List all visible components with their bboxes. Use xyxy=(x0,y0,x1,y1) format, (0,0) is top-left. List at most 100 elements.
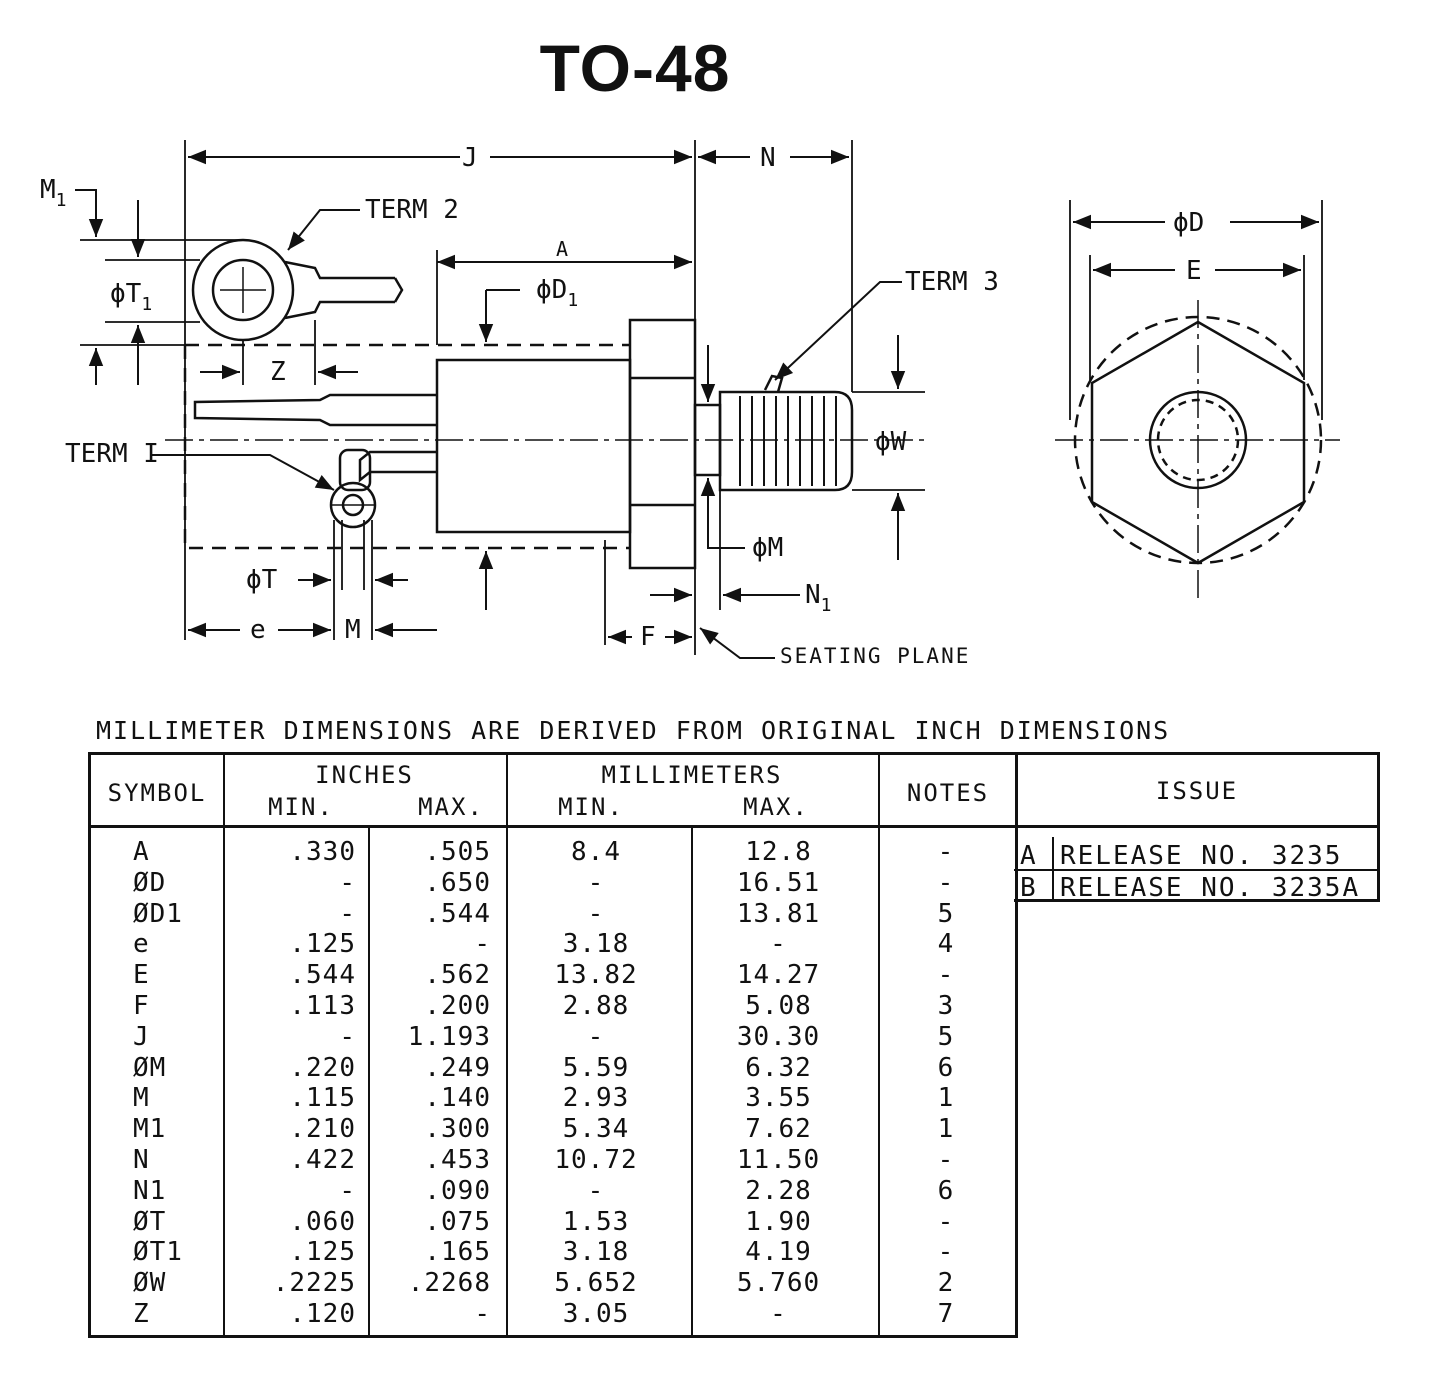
cell-inches-max: .544 xyxy=(424,898,491,929)
cell-notes: 4 xyxy=(937,929,955,960)
cell-mm-max: 6.32 xyxy=(745,1052,812,1083)
cell-mm-max: 12.8 xyxy=(745,837,812,867)
dimensions-table: SYMBOL INCHES MIN. MAX. MILLIMETERS MIN.… xyxy=(88,752,1018,1338)
cell-mm-max: 11.50 xyxy=(736,1144,821,1175)
table-divider xyxy=(506,755,508,1335)
cell-inches-max: .165 xyxy=(424,1237,491,1268)
cell-notes: - xyxy=(937,1206,955,1237)
cell-symbol: F xyxy=(133,990,150,1021)
cell-notes: - xyxy=(937,1237,955,1268)
label-term3: TERM 3 xyxy=(905,267,999,297)
cell-symbol: ØD1 xyxy=(133,898,183,929)
issue-divider xyxy=(1052,837,1054,869)
cell-inches-min: - xyxy=(339,1021,356,1052)
cell-inches-max: .650 xyxy=(424,867,491,898)
label-N1: N1 xyxy=(805,580,832,616)
cell-mm-max: 30.30 xyxy=(736,1021,821,1052)
table-divider xyxy=(878,755,880,1335)
cell-symbol: M1 xyxy=(133,1114,167,1145)
header-mm-max: MAX. xyxy=(743,793,809,821)
cell-notes: 1 xyxy=(937,1114,955,1145)
cell-mm-max: 13.81 xyxy=(736,898,821,929)
cell-inches-min: .2225 xyxy=(272,1268,356,1299)
label-phiD: ϕD xyxy=(1173,208,1204,238)
cell-mm-max: 7.62 xyxy=(745,1114,812,1145)
cell-mm-max: - xyxy=(770,929,787,960)
cell-inches-min: .210 xyxy=(289,1114,356,1145)
cell-inches-max: .140 xyxy=(424,1083,491,1114)
cell-inches-min: .113 xyxy=(289,990,356,1021)
cell-mm-min: 5.59 xyxy=(562,1052,630,1083)
cell-symbol: M xyxy=(133,1083,150,1114)
derived-dimensions-note: MILLIMETER DIMENSIONS ARE DERIVED FROM O… xyxy=(96,716,1171,745)
cell-inches-min: .220 xyxy=(289,1052,356,1083)
cell-mm-min: 2.93 xyxy=(562,1083,630,1114)
label-phiT: ϕT xyxy=(246,565,278,595)
cell-inches-max: .300 xyxy=(424,1114,491,1145)
header-mm-min: MIN. xyxy=(558,793,624,821)
header-inches: INCHES xyxy=(315,761,414,789)
cell-mm-min: 5.652 xyxy=(554,1268,638,1299)
cell-mm-max: 14.27 xyxy=(736,960,821,991)
cell-inches-min: .125 xyxy=(289,929,356,960)
cell-inches-max: .200 xyxy=(424,990,491,1021)
cell-inches-max: .453 xyxy=(424,1144,491,1175)
cell-symbol: A xyxy=(133,837,150,867)
cell-notes: 5 xyxy=(937,898,955,929)
cell-mm-min: 3.18 xyxy=(562,1237,630,1268)
label-J: J xyxy=(462,143,478,173)
issue-release: RELEASE NO. 3235A xyxy=(1060,873,1361,903)
cell-mm-min: 8.4 xyxy=(571,837,621,867)
cell-symbol: Z xyxy=(133,1298,150,1329)
label-phiM: ϕM xyxy=(752,533,783,563)
cell-symbol: N xyxy=(133,1144,150,1175)
cell-inches-max: - xyxy=(474,1298,491,1329)
cell-symbol: ØT xyxy=(133,1206,167,1237)
issue-table: ISSUE A RELEASE NO. 3235 B RELEASE NO. 3… xyxy=(1014,752,1380,903)
label-E: E xyxy=(1186,256,1202,286)
label-F: F xyxy=(640,622,656,652)
table-header-rule xyxy=(91,825,1015,828)
cell-symbol: N1 xyxy=(133,1175,167,1206)
cell-symbol: J xyxy=(133,1021,150,1052)
cell-notes: 7 xyxy=(937,1298,955,1329)
issue-row: A RELEASE NO. 3235 xyxy=(1014,837,1377,871)
cell-mm-max: 5.760 xyxy=(736,1268,821,1299)
cell-symbol: ØD xyxy=(133,867,167,898)
page-title: TO-48 xyxy=(539,31,731,105)
column-inches-min: .330--.125.544.113-.220.115.210.422-.060… xyxy=(231,837,356,1330)
cell-mm-min: 3.18 xyxy=(562,929,630,960)
cell-notes: - xyxy=(937,837,955,867)
cell-inches-min: .120 xyxy=(289,1298,356,1329)
cell-mm-max: 2.28 xyxy=(745,1175,812,1206)
label-term1: TERM I xyxy=(65,439,159,469)
header-inches-min: MIN. xyxy=(268,793,334,821)
table-divider xyxy=(691,827,693,1335)
cell-symbol: ØT1 xyxy=(133,1237,183,1268)
cell-inches-max: .2268 xyxy=(407,1268,491,1299)
cell-mm-min: - xyxy=(587,1021,605,1052)
cell-symbol: ØW xyxy=(133,1268,167,1299)
label-phiW: ϕW xyxy=(875,427,907,457)
header-millimeters: MILLIMETERS xyxy=(601,761,783,789)
cell-inches-min: .544 xyxy=(289,960,356,991)
cell-mm-min: 1.53 xyxy=(562,1206,630,1237)
cell-notes: - xyxy=(937,867,955,898)
label-Z: Z xyxy=(270,357,286,387)
issue-divider xyxy=(1052,869,1054,901)
cell-notes: 1 xyxy=(937,1083,955,1114)
issue-release: RELEASE NO. 3235 xyxy=(1060,841,1343,871)
cell-inches-min: - xyxy=(339,1175,356,1206)
cell-notes: 6 xyxy=(937,1175,955,1206)
cell-mm-min: - xyxy=(587,867,605,898)
package-outline-drawing: J N M1 TERM 2 A ϕD1 ϕT1 Z TERM 3 ϕW TERM… xyxy=(40,140,1340,668)
cell-notes: - xyxy=(937,960,955,991)
cell-inches-min: .060 xyxy=(289,1206,356,1237)
label-N: N xyxy=(760,143,776,173)
label-M: M xyxy=(345,615,361,645)
cell-inches-max: - xyxy=(474,929,491,960)
issue-header-rule xyxy=(1014,825,1377,828)
cell-inches-max: .505 xyxy=(424,837,491,867)
